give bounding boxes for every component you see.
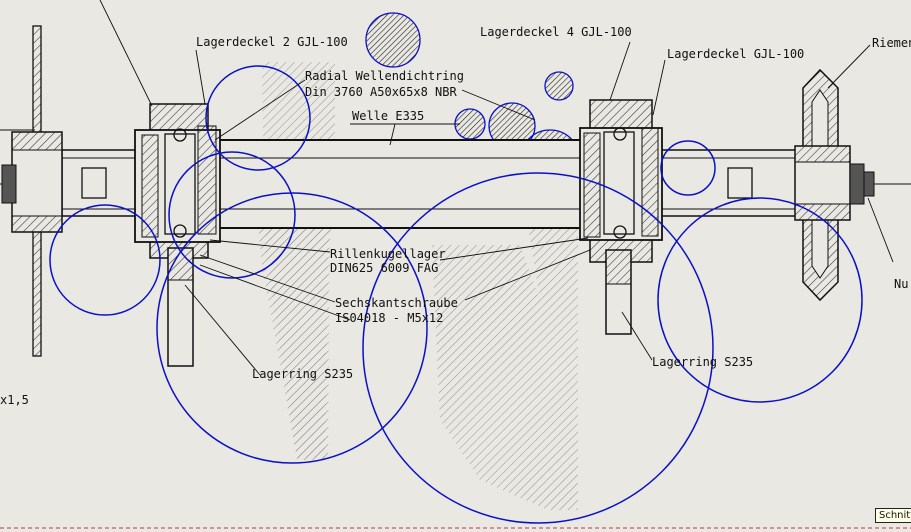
label-nut[interactable]: Nu [894, 277, 908, 291]
label-sechskantschraube-line1[interactable]: Sechskantschraube [335, 296, 458, 310]
shaft-welle[interactable] [61, 139, 801, 229]
label-wellendichtring-line2[interactable]: Din 3760 A50x65x8 NBR [305, 85, 457, 99]
left-bearing-assembly[interactable] [134, 103, 221, 367]
label-wellendichtring-line1[interactable]: Radial Wellendichtring [305, 69, 464, 83]
label-lagerdeckel[interactable]: Lagerdeckel GJL-100 [667, 47, 804, 61]
label-riemen[interactable]: Riemen [872, 36, 911, 50]
label-lagerdeckel-4[interactable]: Lagerdeckel 4 GJL-100 [480, 25, 632, 39]
right-bearing-assembly[interactable] [579, 99, 663, 335]
label-rillenkugellager-line2[interactable]: DIN625 6009 FAG [330, 261, 438, 275]
right-pulley[interactable] [794, 68, 875, 302]
label-dimension-x15: x1,5 [0, 393, 29, 407]
leader-lines [99, 0, 894, 376]
highlight-circles [49, 65, 863, 524]
label-lagerring-right[interactable]: Lagerring S235 [652, 355, 753, 369]
label-sechskantschraube-line2[interactable]: IS04018 - M5x12 [335, 311, 443, 325]
label-welle[interactable]: Welle E335 [352, 109, 424, 123]
labels: Lagerdeckel 2 GJL-100 Lagerdeckel 4 GJL-… [0, 25, 911, 407]
label-lagerdeckel-2[interactable]: Lagerdeckel 2 GJL-100 [196, 35, 348, 49]
label-lagerring-left[interactable]: Lagerring S235 [252, 367, 353, 381]
label-rillenkugellager-line1[interactable]: Rillenkugellager [330, 247, 446, 261]
left-hub[interactable] [0, 25, 63, 357]
tooltip-schnitt: Schnitt [875, 508, 911, 523]
